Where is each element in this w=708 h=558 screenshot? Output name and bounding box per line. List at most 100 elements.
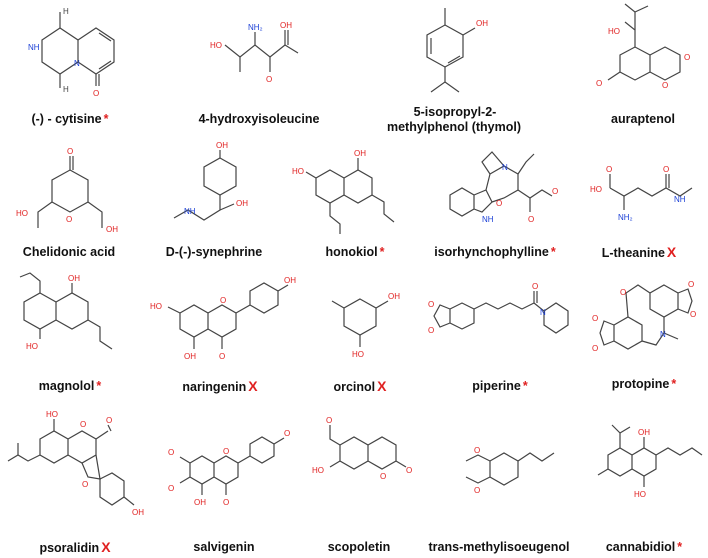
atom-o: O <box>620 288 626 297</box>
atom-o: O <box>284 429 290 438</box>
compound-name: honokiol <box>325 245 378 259</box>
atom-ho: HO <box>26 342 38 351</box>
compound-name: protopine <box>611 377 670 391</box>
atom-oh: OH <box>284 276 296 285</box>
atom-n: N <box>540 308 546 317</box>
structure-auraptenol: HO O O O <box>596 3 690 90</box>
atom-o: O <box>67 147 73 156</box>
atom-oh: OH <box>194 498 206 507</box>
structure-isorhynchophylline: NH O N O O <box>449 151 558 224</box>
compound-name: scopoletin <box>327 540 391 554</box>
structure-thymol: OH <box>426 8 488 93</box>
structure-scopoletin: O HO O O <box>312 416 412 481</box>
atom-ho: HO <box>608 27 620 36</box>
atom-o: O <box>219 352 225 361</box>
structure-chelidonic-acid: O O HO OH <box>16 147 118 234</box>
compound-name: Chelidonic acid <box>22 245 116 259</box>
atom-o: O <box>380 472 386 481</box>
structure-protopine: O N O O O O <box>592 280 696 353</box>
atom-o: O <box>223 498 229 507</box>
compound-cell-protopine: O N O O O O protopine* <box>580 265 708 400</box>
compound-mark: * <box>677 540 683 554</box>
compound-name: salvigenin <box>193 540 255 554</box>
atom-nh2: NH₂ <box>618 213 633 222</box>
atom-o: O <box>690 310 696 319</box>
compound-label: magnolol* <box>0 379 140 394</box>
compound-label: Chelidonic acid <box>0 245 140 260</box>
compound-label: isorhynchophylline* <box>420 245 570 260</box>
atom-n: N <box>660 330 666 339</box>
atom-nh2: NH₂ <box>248 23 263 32</box>
atom-ho: HO <box>46 410 58 419</box>
atom-o: O <box>596 79 602 88</box>
atom-ho: HO <box>16 209 28 218</box>
compound-name: D-(-)-synephrine <box>165 245 263 259</box>
atom-oh: OH <box>216 141 228 150</box>
atom-o: O <box>528 215 534 224</box>
atom-ho: HO <box>590 185 602 194</box>
compound-label: (-) - cytisine* <box>0 112 140 127</box>
structure-psoralidin: HO O O O OH <box>7 410 144 517</box>
structure-piperine: O O O N <box>428 282 569 335</box>
atom-oh: OH <box>132 508 144 517</box>
atom-oh: OH <box>68 274 80 283</box>
compound-name: cannabidiol <box>605 540 676 554</box>
compound-label: honokiol* <box>290 245 420 260</box>
compound-mark: * <box>671 377 677 391</box>
compound-label: 4-hydroxyisoleucine <box>180 112 340 127</box>
compound-cell-cannabidiol: OH HO cannabidiol* <box>580 405 708 558</box>
compound-name: 5-isopropyl-2-methylphenol (thymol) <box>386 105 522 134</box>
atom-o: O <box>93 89 99 98</box>
atom-o: O <box>66 215 72 224</box>
compound-name: magnolol <box>38 379 95 393</box>
atom-ho: HO <box>210 41 222 50</box>
compound-name: L-theanine <box>601 246 665 260</box>
atom-oh: OH <box>106 225 118 234</box>
atom-ho: HO <box>312 466 324 475</box>
atom-ho: HO <box>352 350 364 359</box>
structure-orcinol: OH HO <box>331 292 400 359</box>
atom-oh: OH <box>388 292 400 301</box>
atom-o: O <box>606 165 612 174</box>
atom-nh: NH <box>28 43 40 52</box>
atom-o: O <box>80 420 86 429</box>
compound-label: D-(-)-synephrine <box>140 245 290 260</box>
compound-cell-isorhynchophylline: NH O N O O isorhynchophylline* <box>420 140 570 265</box>
compound-mark: X <box>101 539 111 555</box>
structure-magnolol: OH HO <box>19 272 113 351</box>
atom-ho: HO <box>150 302 162 311</box>
atom-o: O <box>428 326 434 335</box>
atom-o: O <box>532 282 538 291</box>
atom-ho: HO <box>292 167 304 176</box>
atom-o: O <box>326 416 332 425</box>
compound-name: piperine <box>472 379 521 393</box>
compound-mark: X <box>666 244 677 260</box>
atom-o: O <box>474 486 480 495</box>
atom-o: O <box>662 81 668 90</box>
compound-name: naringenin <box>182 380 247 394</box>
compound-label: salvigenin <box>150 540 300 555</box>
compound-name: orcinol <box>333 380 376 394</box>
compound-cell-thymol: OH 5-isopropyl-2-methylphenol (thymol) <box>375 0 535 160</box>
atom-oh: OH <box>354 149 366 158</box>
structure-trans-methylisoeugenol: O O <box>465 446 555 495</box>
atom-o: O <box>663 165 669 174</box>
compound-cell-scopoletin: O HO O O scopoletin <box>300 405 420 558</box>
atom-o: O <box>266 75 272 84</box>
atom-oh: OH <box>280 21 292 30</box>
atom-nh: NH <box>184 207 196 216</box>
compound-mark: * <box>522 379 528 393</box>
compound-cell-auraptenol: HO O O O auraptenol <box>580 0 708 140</box>
atom-nh: NH <box>674 195 686 204</box>
compound-cell-piperine: O O O N piperine* <box>420 265 580 400</box>
compound-label: cannabidiol* <box>580 540 708 555</box>
compound-label: 5-isopropyl-2-methylphenol (thymol) <box>375 105 535 135</box>
atom-oh: OH <box>184 352 196 361</box>
atom-o: O <box>474 446 480 455</box>
